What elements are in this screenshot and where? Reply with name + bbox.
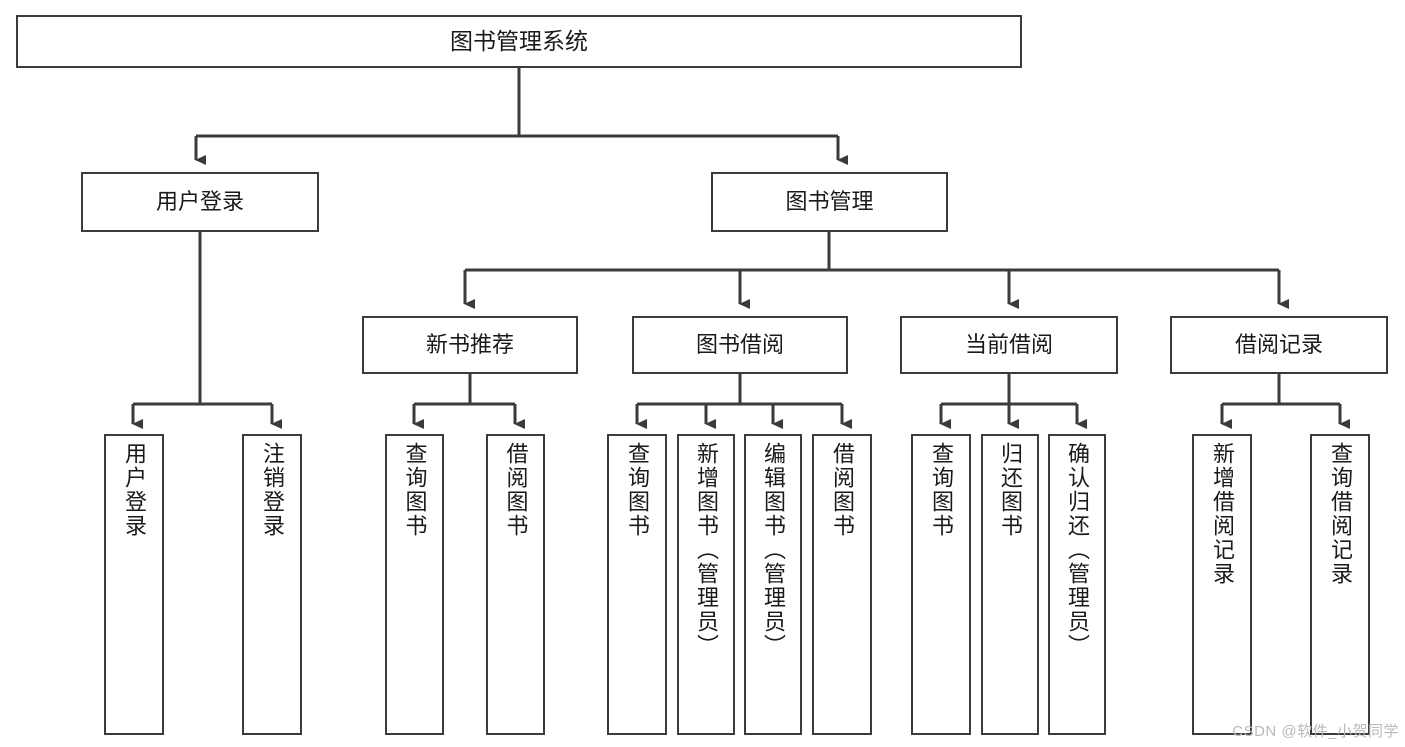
leaf-borrow-book-recommend[interactable]: 借阅图书 [486, 434, 545, 735]
node-label: 用户登录 [155, 188, 244, 214]
leaf-confirm-return-admin[interactable]: 确认归还（管理员） [1048, 434, 1106, 735]
node-label: 图书管理 [785, 188, 874, 214]
node-new-book-recommend[interactable]: 新书推荐 [362, 316, 578, 374]
node-label: 新书推荐 [425, 331, 514, 357]
node-current-borrow[interactable]: 当前借阅 [900, 316, 1118, 374]
leaf-user-login[interactable]: 用户登录 [104, 434, 164, 735]
leaf-query-borrow-record[interactable]: 查询借阅记录 [1310, 434, 1370, 735]
leaf-edit-book-admin[interactable]: 编辑图书（管理员） [744, 434, 802, 735]
node-label: 用户登录 [122, 442, 147, 538]
node-label: 借阅图书 [503, 442, 529, 538]
node-label: 查询图书 [402, 442, 428, 538]
leaf-add-book-admin[interactable]: 新增图书（管理员） [677, 434, 735, 735]
node-label: 查询图书 [625, 442, 650, 538]
node-book-management[interactable]: 图书管理 [711, 172, 948, 232]
node-label: 借阅图书 [830, 442, 855, 538]
node-label: 借阅记录 [1234, 331, 1323, 357]
leaf-add-borrow-record[interactable]: 新增借阅记录 [1192, 434, 1252, 735]
csdn-watermark: CSDN @软件_小贺同学 [1232, 723, 1399, 740]
leaf-query-book-recommend[interactable]: 查询图书 [385, 434, 444, 735]
node-label: 图书管理系统 [450, 27, 588, 54]
leaf-logout[interactable]: 注销登录 [242, 434, 302, 735]
node-label: 新增借阅记录 [1210, 442, 1235, 586]
node-root-system[interactable]: 图书管理系统 [16, 15, 1022, 68]
leaf-borrow-book[interactable]: 借阅图书 [812, 434, 872, 735]
node-label: 注销登录 [260, 442, 285, 538]
leaf-query-book-borrow[interactable]: 查询图书 [607, 434, 667, 735]
node-label: 归还图书 [998, 442, 1023, 538]
leaf-return-book[interactable]: 归还图书 [981, 434, 1039, 735]
leaf-query-book-current[interactable]: 查询图书 [911, 434, 971, 735]
node-label: 当前借阅 [964, 331, 1053, 357]
node-user-login[interactable]: 用户登录 [81, 172, 319, 232]
node-label: 查询借阅记录 [1328, 442, 1353, 586]
node-label: 图书借阅 [695, 331, 784, 357]
node-borrow-record[interactable]: 借阅记录 [1170, 316, 1388, 374]
node-label: 新增图书（管理员） [694, 442, 719, 658]
node-book-borrow[interactable]: 图书借阅 [632, 316, 848, 374]
node-label: 编辑图书（管理员） [761, 442, 786, 658]
node-label: 确认归还（管理员） [1065, 442, 1090, 658]
node-label: 查询图书 [929, 442, 954, 538]
